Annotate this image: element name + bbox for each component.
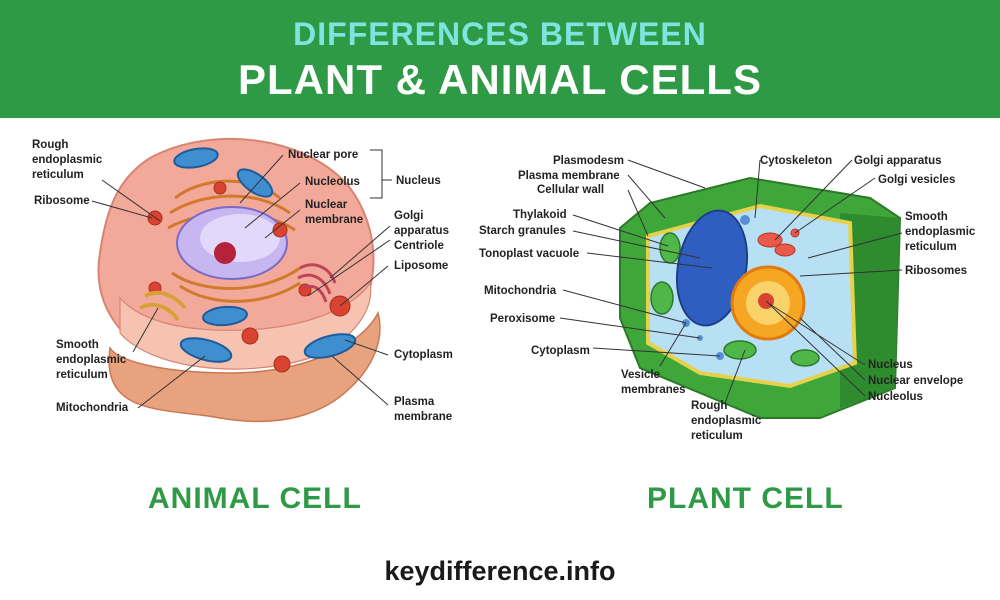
label-plant-golgi-apparatus: Golgi apparatus (854, 155, 942, 167)
label-plant-cellular-wall: Cellular wall (537, 184, 605, 196)
title-line-2: PLANT & ANIMAL CELLS (238, 56, 762, 103)
label-animal-liposome: Liposome (394, 260, 449, 272)
label-plant-ribosomes: Ribosomes (905, 265, 967, 277)
animal-cell-illustration (91, 137, 392, 423)
label-plant-thylakoid: Thylakoid (513, 209, 567, 221)
animal-mitochondria-icon (173, 147, 357, 363)
label-animal-mitochondria: Mitochondria (56, 402, 129, 414)
title-line-1: DIFFERENCES BETWEEN (293, 16, 707, 52)
label-plant-nucleolus: Nucleolus (868, 391, 923, 403)
label-animal-rough-er: Rough endoplasmic reticulum (32, 139, 103, 181)
plant-cell-illustration (559, 159, 903, 419)
label-plant-starch-granules: Starch granules (479, 225, 566, 237)
label-animal-nuclear-membrane: Nuclear membrane (305, 199, 364, 226)
label-animal-plasma-membrane: Plasma membrane (394, 396, 453, 423)
animal-cell-caption: ANIMAL CELL (148, 482, 362, 515)
animal-nucleolus-icon (214, 242, 236, 264)
label-plant-golgi-vesicles: Golgi vesicles (878, 174, 956, 186)
header-banner: DIFFERENCES BETWEEN PLANT & ANIMAL CELLS (0, 0, 1000, 118)
label-plant-plasma-membrane: Plasma membrane (518, 170, 620, 182)
label-plant-cytoplasm: Cytoplasm (531, 345, 590, 357)
plant-golgi-icon (757, 228, 800, 257)
label-animal-cytoplasm: Cytoplasm (394, 349, 453, 361)
label-animal-smooth-er: Smooth endoplasmic reticulum (56, 339, 127, 381)
label-animal-centriole: Centriole (394, 240, 444, 252)
label-animal-nuclear-pore: Nuclear pore (288, 149, 359, 161)
animal-leader-lines (91, 149, 392, 409)
label-plant-nucleus: Nucleus (868, 359, 913, 371)
animal-smooth-er-icon (139, 290, 187, 322)
plant-cell-caption: PLANT CELL (647, 482, 844, 515)
label-animal-ribosome: Ribosome (34, 195, 90, 207)
label-animal-golgi: Golgi apparatus (394, 210, 449, 237)
plant-chloroplast-icon (650, 232, 820, 367)
animal-golgi-icon (297, 263, 337, 303)
label-plant-tonoplast-vacuole: Tonoplast vacuole (479, 248, 580, 260)
plant-leader-lines (559, 159, 903, 404)
label-plant-peroxisome: Peroxisome (490, 313, 556, 325)
site-watermark: keydifference.info (384, 556, 616, 586)
label-plant-vesicle-membranes: Vesicle membranes (621, 369, 686, 396)
label-animal-nucleus: Nucleus (396, 175, 441, 187)
label-plant-nuclear-envelope: Nuclear envelope (868, 375, 964, 387)
label-animal-nucleolus: Nucleolus (305, 176, 360, 188)
animal-cell-base (108, 310, 381, 423)
label-plant-cytoskeleton: Cytoskeleton (760, 155, 833, 167)
label-plant-rough-er: Rough endoplasmic reticulum (691, 400, 762, 442)
cells-illustration (91, 137, 903, 423)
label-plant-plasmodesm: Plasmodesm (553, 155, 624, 167)
label-plant-smooth-er: Smooth endoplasmic reticulum (905, 211, 976, 253)
label-plant-mitochondria: Mitochondria (484, 285, 557, 297)
diagram-stage: Rough endoplasmic reticulum Ribosome Nuc… (0, 118, 1000, 600)
